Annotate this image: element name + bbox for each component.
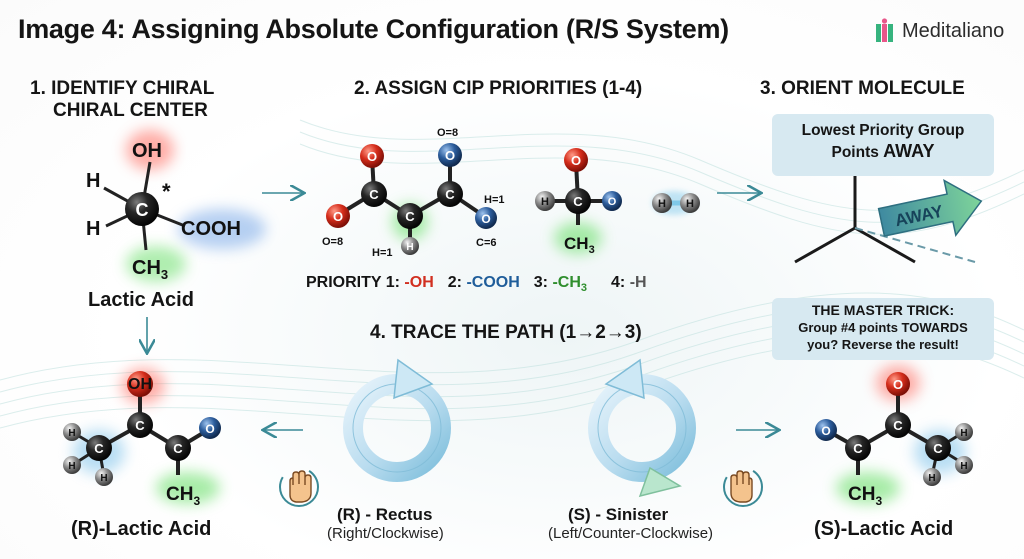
priority-list: PRIORITY 1: -OH 2: -COOH 3: -CH3 4: -H: [306, 274, 647, 294]
atom-c: C: [135, 418, 145, 433]
m-logo-icon: [876, 18, 893, 42]
annot-o8-top: O=8: [437, 127, 458, 139]
annot-o8-left: O=8: [322, 236, 343, 248]
priority-item-3: 3: -CH3: [533, 274, 588, 295]
step1-heading-line2: CHIRAL CENTER: [53, 100, 208, 121]
flow-arrows: [147, 193, 778, 430]
step2-heading: 2. ASSIGN CIP PRIORITIES (1-4): [354, 78, 643, 99]
atom-o: O: [445, 148, 455, 163]
step2-cooh-molecule: O O C C H C O O O=8 O=8 H=1 H=1 C=6: [322, 127, 505, 259]
lactic-acid-label: Lactic Acid: [88, 289, 194, 311]
h-atom-top: H: [86, 170, 100, 192]
s-lactic-molecule: H H H O C C C O CH3: [815, 365, 973, 508]
atom-h: H: [928, 473, 935, 484]
counterclockwise-arrowhead: [604, 358, 645, 400]
priority-item-4: 4: -H: [611, 274, 647, 291]
r-lactic-molecule: H H H C C C O OH CH3: [63, 368, 221, 508]
atom-c: C: [94, 441, 104, 456]
s-rotation-ring: [588, 358, 696, 498]
r-rectus-sub: (Right/Clockwise): [327, 525, 444, 542]
brand: Meditaliano: [876, 20, 1004, 43]
atom-o: O: [367, 149, 377, 164]
r-ch3-label: CH3: [166, 484, 200, 508]
atom-o: O: [893, 377, 903, 392]
ch3-group: CH3: [132, 257, 168, 282]
s-lactic-acid-label: (S)-Lactic Acid: [814, 518, 954, 540]
atom-h: H: [406, 242, 413, 253]
atom-o: O: [333, 209, 343, 224]
orient-note-line2: Points AWAY: [831, 141, 935, 161]
step2-h2-molecule: H H: [652, 191, 700, 215]
atom-c: C: [405, 209, 415, 224]
s-sinister-label: (S) - Sinister: [568, 505, 669, 524]
h-atom-bottom: H: [86, 218, 100, 240]
orientation-sketch: AWAY: [794, 170, 983, 264]
atom-c: C: [573, 194, 583, 209]
atom-o: O: [571, 153, 581, 168]
master-trick-box: THE MASTER TRICK: Group #4 points TOWARD…: [772, 298, 994, 360]
r-rectus-label: (R) - Rectus: [337, 505, 433, 524]
hand-clockwise-icon: [279, 467, 319, 507]
trick-line2: Group #4 points TOWARDS: [798, 320, 968, 335]
step2-ch3-molecule: O H C O CH3: [535, 148, 622, 256]
atom-h: H: [960, 461, 967, 472]
brand-name: Meditaliano: [902, 20, 1005, 42]
atom-o: O: [821, 424, 830, 438]
step3-heading: 3. ORIENT MOLECULE: [760, 78, 965, 99]
atom-o: O: [481, 212, 490, 226]
annot-c6: C=6: [476, 237, 497, 249]
atom-o: O: [205, 422, 214, 436]
atom-o: O: [608, 196, 617, 208]
step4-heading: 4. TRACE THE PATH (1→2→3): [370, 322, 642, 343]
trick-line3: you? Reverse the result!: [807, 337, 959, 352]
atom-h: H: [68, 428, 75, 439]
r-lactic-acid-label: (R)-Lactic Acid: [71, 518, 212, 540]
r-rotation-ring: [343, 358, 451, 482]
page-title: Image 4: Assigning Absolute Configuratio…: [18, 14, 729, 44]
step1-molecule: C * OH H H COOH CH3: [86, 130, 266, 282]
trick-title: THE MASTER TRICK:: [811, 302, 955, 318]
step1-heading: 1. IDENTIFY CHIRAL CHIRAL CENTER: [30, 78, 214, 122]
background-waves: [0, 119, 1024, 429]
hand-counterclockwise-icon: [723, 467, 763, 507]
atom-h: H: [100, 473, 107, 484]
annot-h1-right: H=1: [484, 194, 505, 206]
chiral-star: *: [162, 179, 171, 204]
ch3-label: CH3: [564, 234, 595, 256]
orient-note-box: Lowest Priority Group Points AWAY: [772, 114, 994, 176]
atom-c: C: [369, 187, 379, 202]
atom-c: C: [933, 441, 943, 456]
oh-group: OH: [132, 140, 162, 162]
atom-h: H: [686, 198, 694, 210]
cooh-group: COOH: [181, 218, 241, 240]
atom-c: C: [173, 441, 183, 456]
step1-heading-line1: 1. IDENTIFY CHIRAL: [30, 78, 215, 99]
orient-note-line1: Lowest Priority Group: [801, 122, 965, 139]
r-oh-label: OH: [128, 376, 152, 393]
atom-h: H: [960, 428, 967, 439]
atom-c: C: [893, 418, 903, 433]
atom-h: H: [658, 198, 666, 210]
annot-h1-bottom: H=1: [372, 247, 393, 259]
away-arrow: AWAY: [877, 178, 983, 237]
priority-item-2: 2: -COOH: [447, 274, 520, 291]
s-ch3-label: CH3: [848, 484, 882, 508]
chiral-carbon: C: [136, 200, 149, 220]
atom-h: H: [541, 196, 549, 208]
atom-h: H: [68, 461, 75, 472]
atom-c: C: [853, 441, 863, 456]
atom-c: C: [445, 187, 455, 202]
s-sinister-sub: (Left/Counter-Clockwise): [548, 525, 714, 542]
priority-item-1: PRIORITY 1: -OH: [306, 274, 434, 291]
clockwise-arrowhead: [393, 358, 434, 400]
